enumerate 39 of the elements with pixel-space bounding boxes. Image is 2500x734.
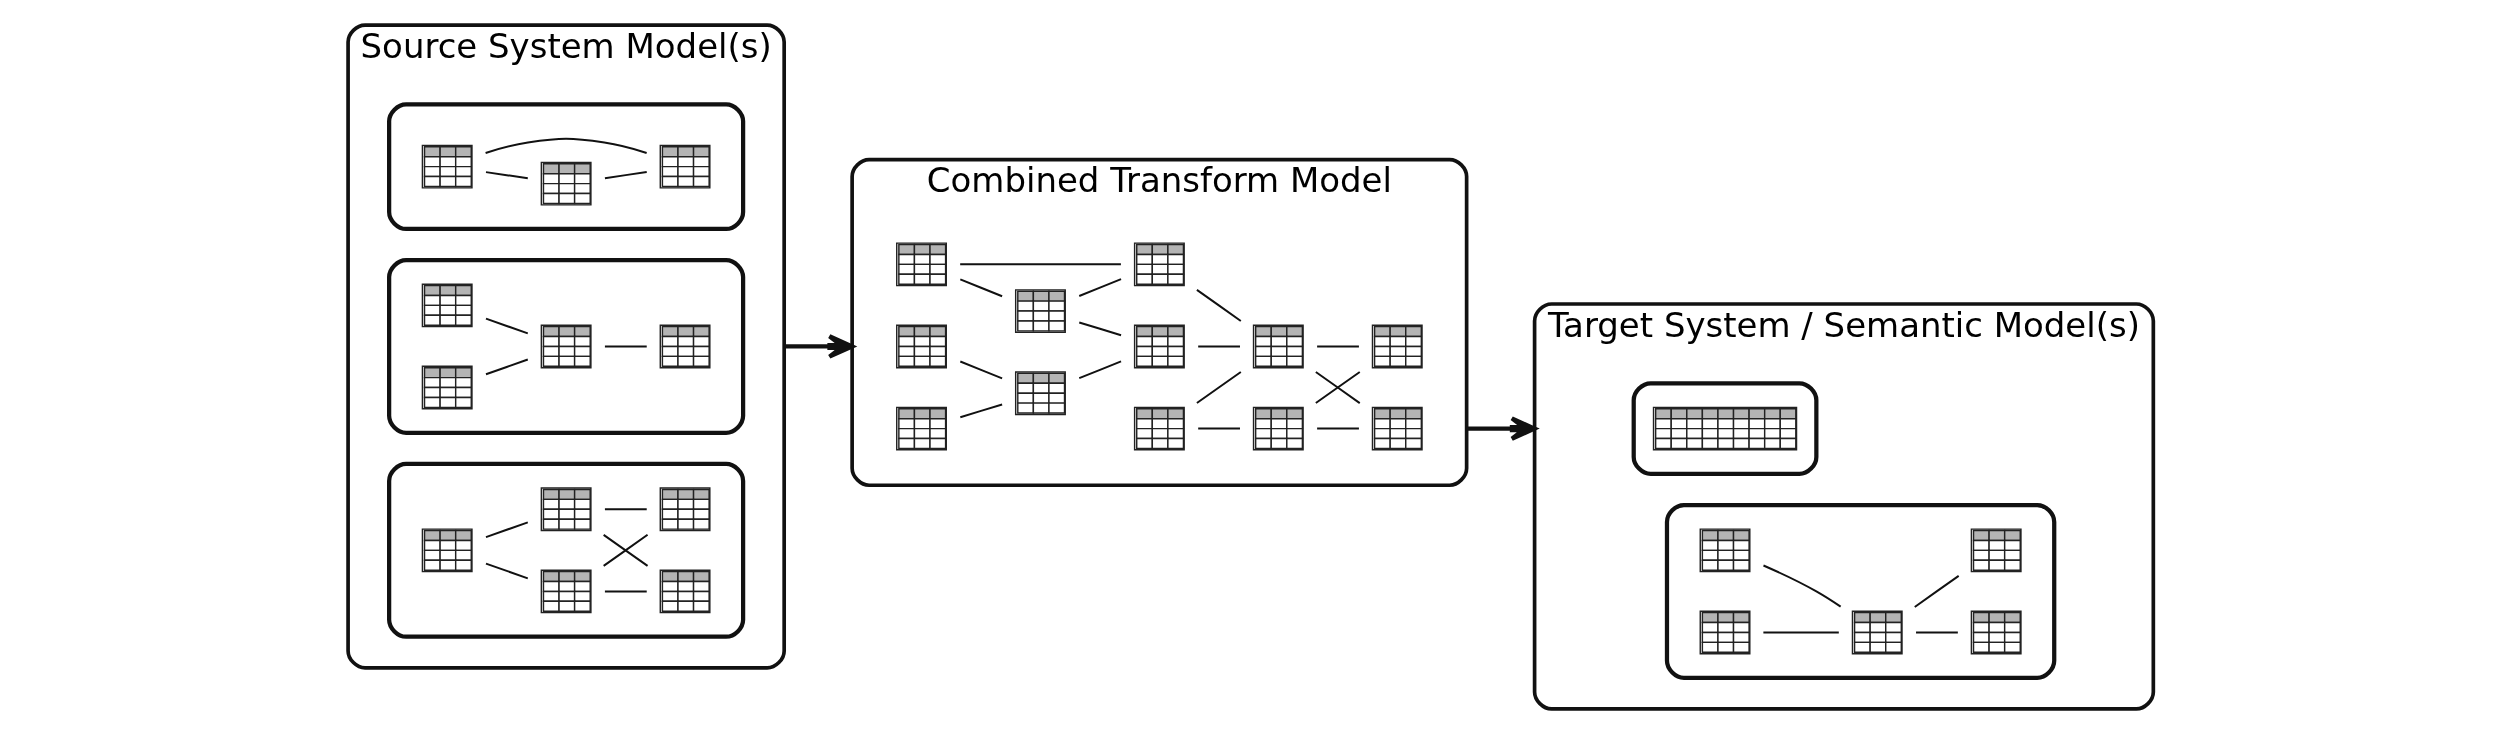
cluster: Target System / Semantic Model(s) xyxy=(1532,302,2156,711)
connector xyxy=(485,317,529,335)
connector xyxy=(959,263,1122,266)
connector xyxy=(1762,631,1840,634)
connector xyxy=(602,533,649,567)
cluster xyxy=(387,102,746,232)
cluster: Combined Transform Model xyxy=(850,157,1469,488)
arrow xyxy=(784,334,855,359)
connector xyxy=(1913,574,1960,608)
connector xyxy=(1195,288,1242,322)
cluster xyxy=(1631,381,1819,477)
connector xyxy=(1078,278,1123,298)
cluster xyxy=(1664,502,2057,680)
connector xyxy=(959,360,1004,380)
connector xyxy=(959,403,1004,419)
connector xyxy=(1197,427,1241,430)
connector xyxy=(485,358,529,376)
connector xyxy=(1078,321,1123,337)
connector xyxy=(484,137,648,154)
connector xyxy=(1078,360,1123,380)
connector xyxy=(1316,345,1360,348)
connector xyxy=(1762,564,1842,608)
connector xyxy=(1197,345,1241,348)
connector xyxy=(603,590,648,593)
connector xyxy=(959,278,1004,298)
cluster: Source System Model(s) xyxy=(346,23,786,670)
connector xyxy=(485,171,529,180)
cluster xyxy=(387,257,746,435)
connector xyxy=(603,171,648,180)
connector xyxy=(1915,631,1959,634)
connector xyxy=(485,521,529,539)
connector xyxy=(1316,427,1360,430)
connector xyxy=(1314,371,1361,405)
cluster xyxy=(387,461,746,639)
connector xyxy=(1195,371,1242,405)
arrow xyxy=(1466,416,1537,441)
connector xyxy=(485,562,529,580)
connector xyxy=(603,508,648,511)
connector xyxy=(603,345,648,348)
